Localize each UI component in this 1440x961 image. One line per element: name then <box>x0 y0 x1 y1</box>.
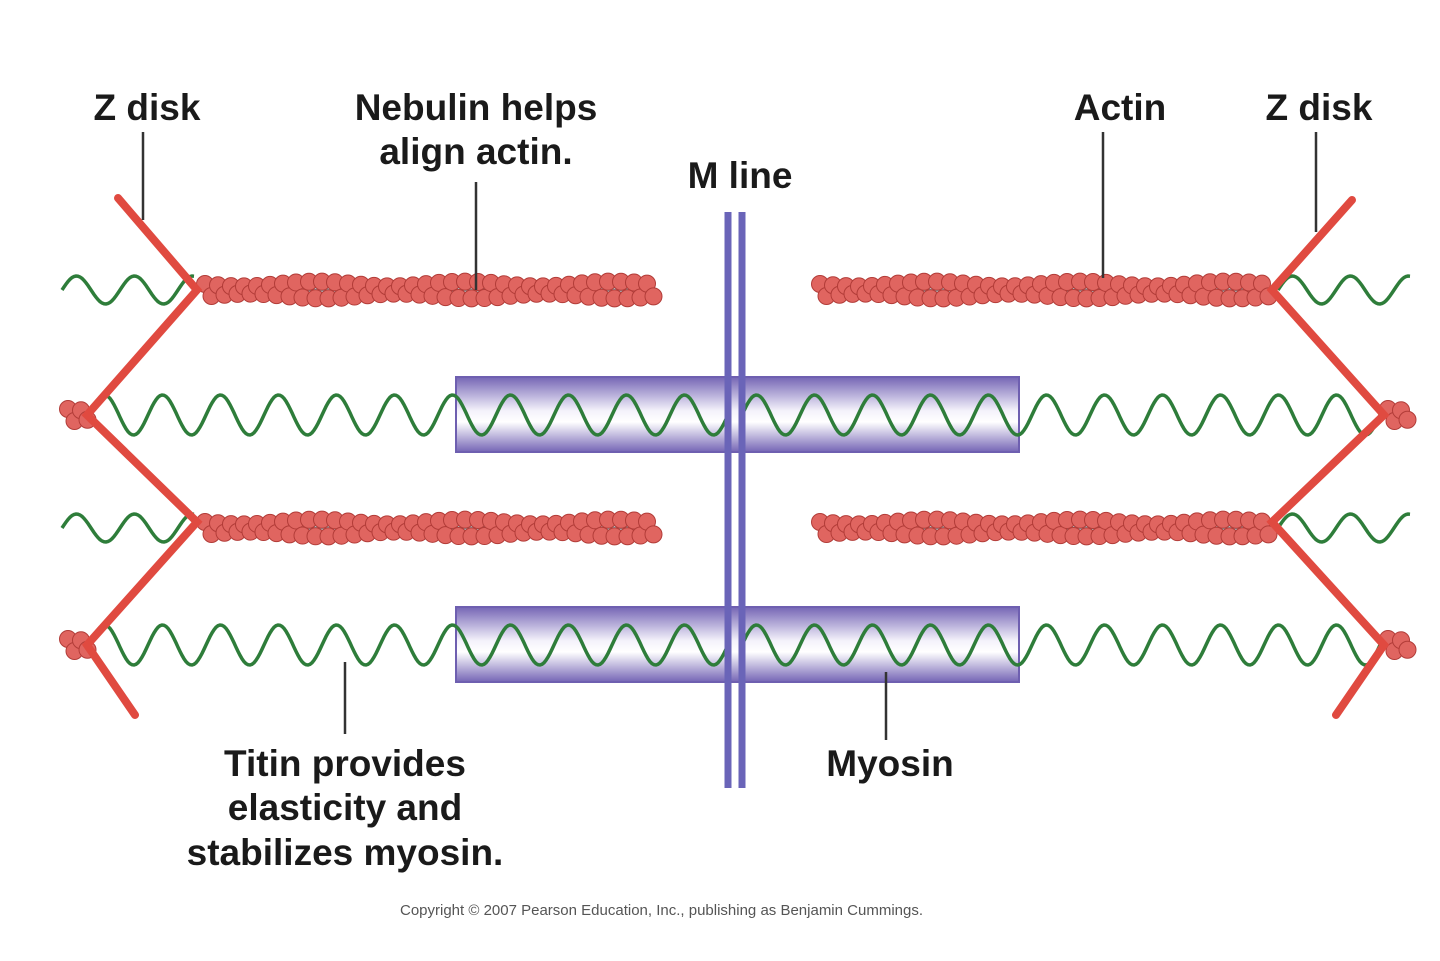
actin-stub-right-2 <box>1379 630 1417 660</box>
actin-bead <box>644 525 663 544</box>
titin-row1-right <box>740 393 1384 437</box>
myosin-filament-upper <box>455 376 1020 453</box>
actin-filament-lower-right <box>811 510 1278 546</box>
titin-label: Titin provides elasticity and stabilizes… <box>140 742 550 875</box>
actin-stub-right-1 <box>1379 400 1417 430</box>
titin-row1-left <box>88 393 730 437</box>
actin-filament-upper-right <box>811 272 1278 308</box>
titin-label-line2: elasticity and <box>227 787 463 829</box>
titin-row2-left <box>88 623 730 667</box>
titin-filaments <box>60 274 1411 667</box>
actin-filament-upper-left <box>196 272 663 308</box>
titin-label-line3: stabilizes myosin. <box>186 831 504 873</box>
m-line <box>724 212 746 788</box>
z-disk-right-label: Z disk <box>1265 87 1373 128</box>
z-disk-left <box>81 194 203 719</box>
myosin-filaments <box>455 376 1020 683</box>
actin-bead <box>644 287 663 306</box>
nebulin-label: Nebulin helps align actin. <box>306 86 646 175</box>
copyright-text: Copyright © 2007 Pearson Education, Inc.… <box>400 902 924 919</box>
titin-lower-right-outer <box>1276 512 1411 544</box>
nebulin-label-line2: align actin. <box>379 131 573 173</box>
actin-filament-lower-left <box>196 510 663 546</box>
myosin-filament-lower <box>455 606 1020 683</box>
z-disk-left-label: Z disk <box>93 87 201 128</box>
m-line-label: M line <box>687 155 793 196</box>
actin-bead <box>1398 410 1417 429</box>
actin-bead <box>1259 525 1278 544</box>
myosin-label: Myosin <box>826 743 954 784</box>
actin-filaments <box>59 272 1417 660</box>
titin-upper-left-outer <box>60 274 195 306</box>
z-disk-right <box>1266 196 1390 719</box>
leader-lines <box>141 132 1318 740</box>
titin-label-line1: Titin provides <box>224 743 466 784</box>
titin-lower-left-outer <box>60 512 195 544</box>
titin-upper-right-outer <box>1276 274 1411 306</box>
nebulin-label-line1: Nebulin helps <box>354 87 598 128</box>
actin-bead <box>1398 640 1417 659</box>
titin-row2-right <box>740 623 1384 667</box>
actin-label: Actin <box>1073 87 1167 128</box>
